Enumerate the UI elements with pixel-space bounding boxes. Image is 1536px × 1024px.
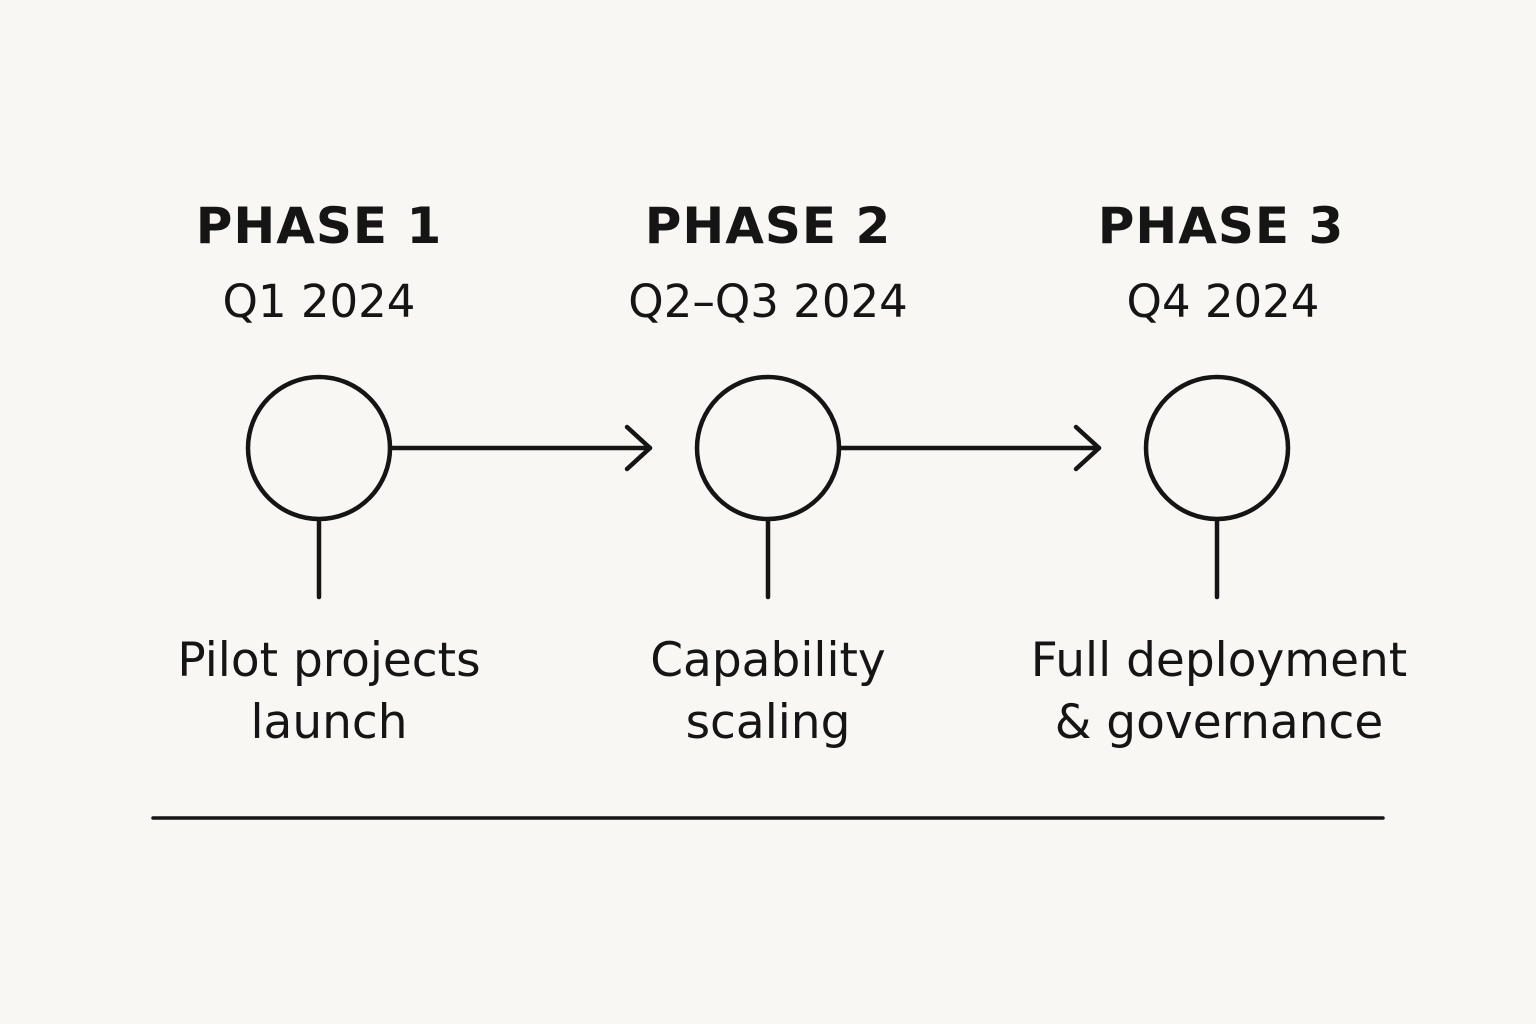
- phase-3-title: PHASE 3: [1097, 197, 1345, 255]
- arrow-2-head: [1073, 424, 1102, 472]
- phase-2-description: Capability scaling: [548, 630, 988, 754]
- phase-2-period: Q2–Q3 2024: [628, 275, 908, 328]
- phase-1-description-line-2: launch: [250, 695, 408, 750]
- phase-1-period: Q1 2024: [222, 275, 416, 328]
- arrow-1-head: [624, 424, 653, 472]
- phase-1-description: Pilot projects launch: [109, 630, 549, 754]
- phase-3-description-line-2: & governance: [1054, 695, 1384, 750]
- phase-2-node: [694, 374, 842, 522]
- phase-2-title: PHASE 2: [644, 197, 892, 255]
- phase-1-node: [245, 374, 393, 522]
- phase-2-description-line-2: scaling: [685, 695, 851, 750]
- phase-2-description-line-1: Capability: [650, 633, 886, 688]
- phase-3-period: Q4 2024: [1126, 275, 1320, 328]
- phase-3-description: Full deployment & governance: [999, 630, 1439, 754]
- phase-1-description-line-1: Pilot projects: [177, 633, 481, 688]
- phase-3-description-line-1: Full deployment: [1030, 633, 1408, 688]
- phase-1-title: PHASE 1: [195, 197, 443, 255]
- phase-3-node: [1143, 374, 1291, 522]
